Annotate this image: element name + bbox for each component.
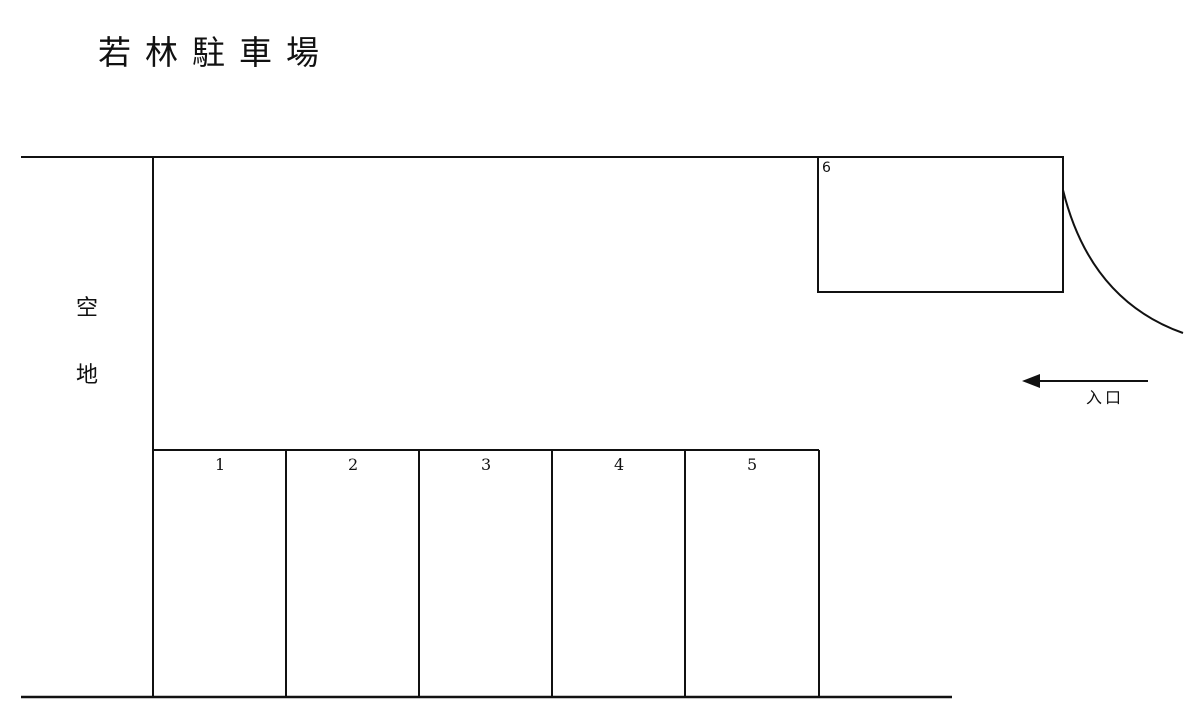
space-number-5: 5: [747, 455, 758, 474]
vacant-lot-label-2: 地: [76, 363, 99, 388]
space-number-6: 6: [822, 160, 831, 176]
page-title: 若林駐車場: [98, 33, 333, 72]
vacant-lot-label-1: 空: [76, 296, 99, 321]
space-number-3: 3: [481, 455, 492, 474]
space-number-2: 2: [348, 455, 359, 474]
gate-arc: [1062, 189, 1184, 334]
entrance-label: 入口: [1086, 388, 1125, 407]
space-number-1: 1: [215, 455, 226, 474]
entrance-arrow-icon: [1022, 374, 1040, 388]
space-6-box: [817, 156, 1064, 293]
space-number-4: 4: [614, 455, 625, 474]
